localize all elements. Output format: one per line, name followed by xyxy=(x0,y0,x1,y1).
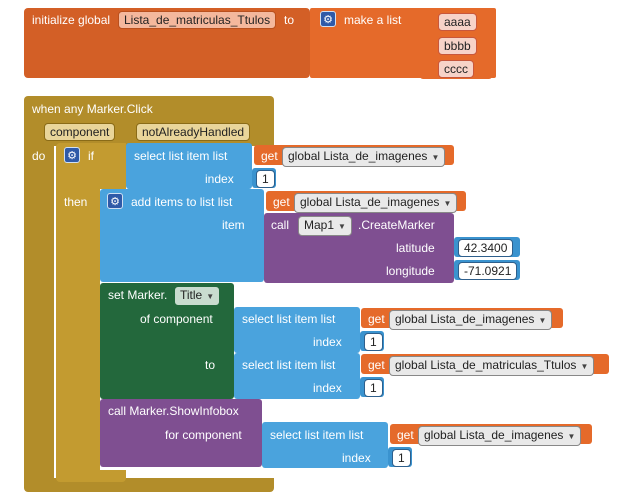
select-list-item-block[interactable] xyxy=(126,143,252,189)
mutator-gear-icon[interactable]: ⚙ xyxy=(320,11,336,27)
get-label: get xyxy=(273,195,290,209)
call-marker-show-infobox-block[interactable] xyxy=(100,399,262,467)
variable-dropdown-value: global Lista_de_imagenes xyxy=(288,149,428,163)
then-label: then xyxy=(64,195,88,209)
for-component-label: for component xyxy=(165,428,242,442)
add-items-mutator-gear-icon[interactable]: ⚙ xyxy=(107,193,123,209)
select-list-item-block[interactable] xyxy=(234,307,360,353)
set-marker-label: set Marker. xyxy=(108,288,168,302)
global-variable-name-field[interactable]: Lista_de_matriculas_Ttulos xyxy=(118,11,277,29)
set-to-label: to xyxy=(205,358,216,372)
select-list-item-label: select list item list xyxy=(134,149,228,163)
select-list-item-label: select list item list xyxy=(242,312,336,326)
variable-dropdown[interactable]: global Lista_de_imagenes▼ xyxy=(282,147,446,167)
init-to-label: to xyxy=(284,13,295,27)
get-label: get xyxy=(368,312,385,326)
add-items-to-list-block[interactable] xyxy=(100,189,264,282)
chevron-down-icon: ▼ xyxy=(206,292,215,301)
list-item-string-value[interactable]: aaaa xyxy=(438,13,477,31)
event-do-label: do xyxy=(32,149,46,163)
variable-dropdown[interactable]: global Lista_de_imagenes▼ xyxy=(294,193,458,213)
variable-dropdown-value: global Lista_de_imagenes xyxy=(395,312,535,326)
variable-dropdown-value: global Lista_de_imagenes xyxy=(424,428,564,442)
select-list-item-label: select list item list xyxy=(242,358,336,372)
list-item-string-value[interactable]: cccc xyxy=(438,60,474,78)
select-index-label: index xyxy=(313,381,342,395)
chevron-down-icon: ▼ xyxy=(338,222,346,231)
select-index-label: index xyxy=(205,172,234,186)
property-dropdown-value: Title xyxy=(180,288,203,302)
chevron-down-icon: ▼ xyxy=(580,362,589,371)
call-map-create-marker-block[interactable] xyxy=(264,213,454,283)
index-number-value[interactable]: 1 xyxy=(392,449,411,467)
add-items-item-label: item xyxy=(222,218,245,232)
initialize-global-label: initialize global xyxy=(32,13,111,27)
variable-dropdown-value: global Lista_de_matriculas_Ttulos xyxy=(395,358,577,372)
list-item-string-value[interactable]: bbbb xyxy=(438,37,477,55)
chevron-down-icon: ▼ xyxy=(538,316,547,325)
select-index-label: index xyxy=(342,451,371,465)
variable-dropdown[interactable]: global Lista_de_matriculas_Ttulos▼ xyxy=(389,356,595,376)
if-bottom-cap xyxy=(56,470,126,482)
index-number-value[interactable]: 1 xyxy=(256,170,275,188)
chevron-down-icon: ▼ xyxy=(443,199,452,208)
event-title: when any Marker.Click xyxy=(32,102,153,116)
if-then-spine xyxy=(56,189,100,470)
variable-dropdown[interactable]: global Lista_de_imagenes▼ xyxy=(389,310,553,330)
add-items-label: add items to list list xyxy=(131,195,233,209)
get-label: get xyxy=(397,428,414,442)
event-do-spine xyxy=(24,146,54,478)
index-number-value[interactable]: 1 xyxy=(364,379,383,397)
method-label: .CreateMarker xyxy=(358,218,435,232)
chevron-down-icon: ▼ xyxy=(567,432,576,441)
if-mutator-gear-icon[interactable]: ⚙ xyxy=(64,147,80,163)
index-number-value[interactable]: 1 xyxy=(364,333,383,351)
latitude-label: latitude xyxy=(396,241,435,255)
param-component[interactable]: component xyxy=(44,123,116,141)
call-label: call xyxy=(271,218,290,232)
param-not-already-handled[interactable]: notAlreadyHandled xyxy=(136,123,251,141)
variable-dropdown-value: global Lista_de_imagenes xyxy=(300,195,440,209)
select-list-item-block[interactable] xyxy=(234,353,360,399)
if-label: if xyxy=(88,149,94,163)
latitude-number-value[interactable]: 42.3400 xyxy=(458,239,514,257)
component-dropdown[interactable]: Map1▼ xyxy=(298,216,352,236)
make-list-label: make a list xyxy=(344,13,402,27)
longitude-label: longitude xyxy=(386,264,435,278)
select-index-label: index xyxy=(313,335,342,349)
get-label: get xyxy=(368,358,385,372)
select-list-item-block[interactable] xyxy=(262,422,388,468)
of-component-label: of component xyxy=(140,312,213,326)
get-label: get xyxy=(261,149,278,163)
component-dropdown-value: Map1 xyxy=(304,218,335,232)
variable-dropdown[interactable]: global Lista_de_imagenes▼ xyxy=(418,426,582,446)
longitude-number-value[interactable]: -71.0921 xyxy=(458,262,518,280)
select-list-item-label: select list item list xyxy=(270,428,364,442)
chevron-down-icon: ▼ xyxy=(431,153,440,162)
property-dropdown[interactable]: Title▼ xyxy=(174,286,221,306)
show-infobox-label: call Marker.ShowInfobox xyxy=(108,404,239,418)
